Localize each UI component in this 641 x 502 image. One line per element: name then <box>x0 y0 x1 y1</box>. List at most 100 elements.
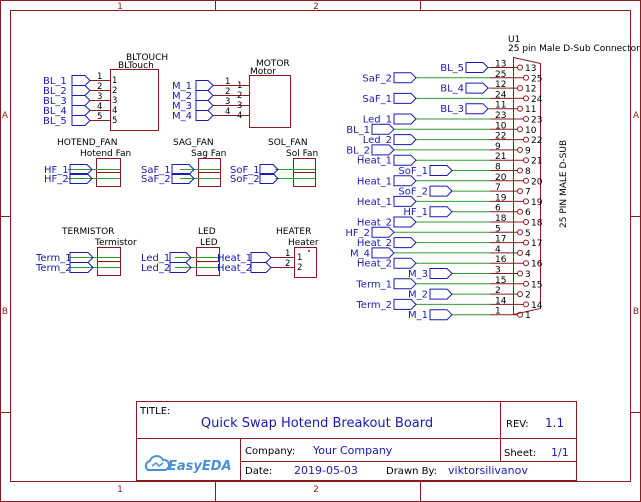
connector-pins: 1313BL_52525SaF_21212BL_42424SaF_11111BL… <box>345 60 542 322</box>
net-label: M_2 <box>172 91 192 102</box>
pin-number: 4 <box>97 102 102 112</box>
pin-circle <box>517 85 523 92</box>
connector-ref: U1 <box>508 35 520 45</box>
net-label: M_2 <box>408 290 428 301</box>
pin-name: 1 <box>237 81 242 91</box>
connector-side-label: 25 PIN MALE D-SUB <box>559 140 569 228</box>
pin-circle <box>523 136 529 143</box>
motor-component[interactable]: MOTOR Motor 1 2 3 4 1 2 3 4 <box>172 59 291 128</box>
component-ref: TERMISTOR <box>61 227 114 237</box>
row-label: B <box>633 307 639 317</box>
pin-circle <box>523 198 529 205</box>
net-label: M_3 <box>172 101 192 112</box>
net-label: Heat_2 <box>357 238 392 249</box>
pin-number: 8 <box>525 167 531 177</box>
pin-name: 4 <box>237 111 242 121</box>
pin-number: 16 <box>531 260 543 270</box>
component-value: Motor <box>250 67 276 77</box>
connector-shell <box>513 56 541 316</box>
pin-number: 21 <box>531 157 542 167</box>
pin-number: 11 <box>495 101 506 111</box>
net-flag <box>429 268 453 279</box>
pin-circle <box>523 157 529 164</box>
pin-name: 1 <box>297 253 302 263</box>
net-label: BL_4 <box>43 106 67 117</box>
net-label: Term_2 <box>35 263 72 274</box>
net-label: HF_2 <box>44 174 69 185</box>
component-value: Sol Fan <box>286 149 318 159</box>
net-label: Heat_2 <box>357 218 392 229</box>
net-flag <box>393 175 417 187</box>
component-value: Hotend Fan <box>80 149 131 159</box>
pin-number: 6 <box>525 208 531 218</box>
pin-number: 18 <box>495 214 507 224</box>
net-flag <box>371 226 395 238</box>
pin-number: 2 <box>495 286 501 296</box>
net-label: HF_1 <box>403 207 428 218</box>
pin-circle <box>517 208 523 215</box>
net-label: Heat_1 <box>217 253 252 264</box>
net-label: BL_3 <box>43 96 67 107</box>
net-flag <box>429 165 453 176</box>
board-title: Quick Swap Hotend Breakout Board <box>201 416 433 431</box>
net-label: Led_1 <box>363 115 392 126</box>
column-label: 1 <box>117 2 123 12</box>
component-ref: MOTOR <box>256 59 290 69</box>
pin-number: 2 <box>525 291 531 301</box>
net-label: Heat_1 <box>357 176 392 187</box>
pin-number: 5 <box>97 112 102 122</box>
company-label: Company: <box>245 446 295 457</box>
net-label: SaF_1 <box>362 94 392 105</box>
net-flag <box>371 123 395 135</box>
pin-number: 14 <box>531 301 543 311</box>
component-body <box>110 69 159 131</box>
logo-text: EasyEDA <box>168 459 232 474</box>
sol-fan-component[interactable]: SOL_FAN Sol Fan SoF_1 SoF_2 <box>230 138 318 187</box>
pin-name: 3 <box>112 96 117 106</box>
frame-labels: 1 2 1 2 A B A B <box>2 2 640 495</box>
pin-number: 24 <box>495 90 507 100</box>
net-flag <box>393 72 417 84</box>
termistor-component[interactable]: TERMISTOR Termistor Term_1 Term_2 <box>35 227 137 276</box>
net-label: M_1 <box>172 81 192 92</box>
pin-number: 9 <box>525 146 531 156</box>
net-flag <box>393 134 417 146</box>
net-flags: HF_1 HF_2 <box>44 164 93 185</box>
pin-number: 18 <box>531 219 543 229</box>
pin-circle <box>523 301 529 308</box>
net-label: M_1 <box>408 310 428 321</box>
pin-number: 4 <box>525 249 531 259</box>
bltouch-component[interactable]: BLTOUCH BLTouch 1 2 3 4 5 1 2 3 4 5 <box>43 53 168 131</box>
pin-name: 2 <box>237 91 242 101</box>
net-label: BL_2 <box>43 86 67 97</box>
net-flag <box>393 113 417 125</box>
pin-number: 2 <box>97 82 102 92</box>
net-label: SoF_2 <box>398 187 428 198</box>
pin-number: 11 <box>525 105 536 115</box>
heater-component[interactable]: HEATER Heater 1 2 1 2 Heat_1 Heat_2 <box>217 227 319 278</box>
pin-number: 15 <box>495 276 506 286</box>
net-flags: Term_1 Term_2 <box>35 252 94 274</box>
net-label: SoF_2 <box>230 174 260 185</box>
column-label: 2 <box>313 485 319 495</box>
pin-number: 9 <box>495 142 501 152</box>
net-label: Term_1 <box>35 253 72 264</box>
led-component[interactable]: LED LED Led_1 Led_2 <box>141 227 220 276</box>
component-value: Heater <box>288 238 319 248</box>
dsub-connector[interactable]: U1 25 pin Male D-Sub Connector 25 PIN MA… <box>345 35 640 321</box>
component-ref: SOL_FAN <box>268 138 308 148</box>
net-label: Heat_2 <box>357 259 392 270</box>
sag-fan-component[interactable]: SAG_FAN Sag Fan SaF_1 SaF_2 <box>141 138 226 187</box>
net-label: SoF_1 <box>398 166 428 177</box>
component-body <box>294 247 317 278</box>
connector-value: 25 pin Male D-Sub Connector <box>508 44 640 54</box>
net-label: BL_3 <box>440 104 464 115</box>
pin-number: 4 <box>495 245 501 255</box>
pin-number: 3 <box>495 266 501 276</box>
pin-number: 10 <box>495 121 507 131</box>
hotend-fan-component[interactable]: HOTEND_FAN Hotend Fan HF_1 HF_2 <box>44 138 131 187</box>
pin-number: 15 <box>531 280 542 290</box>
net-label: Led_2 <box>363 135 392 146</box>
pin-number: 6 <box>495 204 501 214</box>
